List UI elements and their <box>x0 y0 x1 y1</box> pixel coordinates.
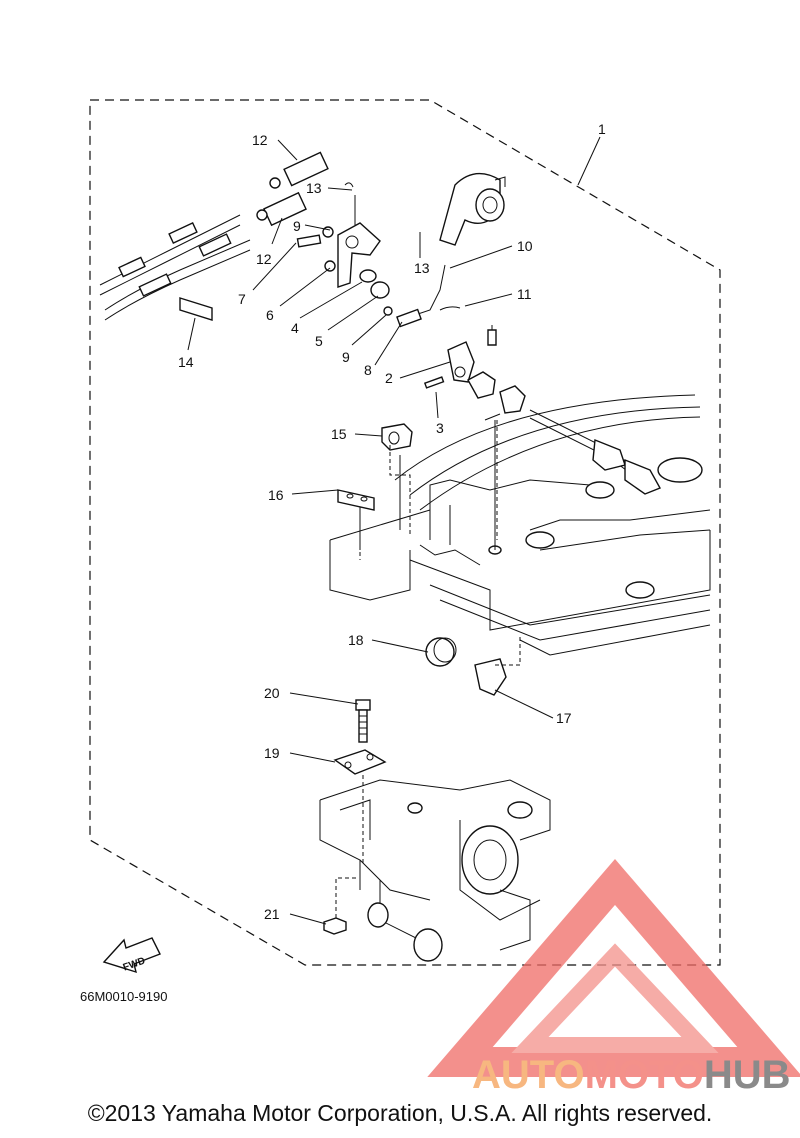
bottom-cowling-part <box>329 394 711 656</box>
remote-control-cables <box>99 214 251 321</box>
throttle-cam-part <box>439 172 506 246</box>
lever-part <box>423 325 526 421</box>
copyright-notice: ©2013 Yamaha Motor Corporation, U.S.A. A… <box>87 1100 713 1126</box>
callout-9b: 9 <box>293 218 301 234</box>
clamp-bracket-part <box>319 779 551 962</box>
fwd-arrow-icon: FWD <box>102 937 161 974</box>
label-plate-part <box>179 297 213 321</box>
cable-joint-part <box>256 151 329 227</box>
grommet-part <box>337 423 413 511</box>
nut-part <box>323 917 347 935</box>
watermark-hub: HUB <box>704 1053 791 1097</box>
callout-3: 3 <box>436 420 444 436</box>
callout-15: 15 <box>331 426 347 442</box>
throttle-link-part <box>296 182 393 316</box>
callout-8: 8 <box>364 362 372 378</box>
callout-9a: 9 <box>342 349 350 365</box>
callout-12a: 12 <box>252 132 268 148</box>
plug-part <box>425 637 507 696</box>
callout-13a: 13 <box>306 180 322 196</box>
watermark-moto: MOTO <box>585 1053 704 1097</box>
callout-4: 4 <box>291 320 299 336</box>
callout-1: 1 <box>598 121 606 137</box>
callout-2: 2 <box>385 370 393 386</box>
callout-17: 17 <box>556 710 572 726</box>
automotohub-logo-icon <box>427 859 800 1077</box>
callout-21: 21 <box>264 906 280 922</box>
callout-19: 19 <box>264 745 280 761</box>
shift-shaft-part <box>529 409 661 495</box>
callout-12b: 12 <box>256 251 272 267</box>
callout-6: 6 <box>266 307 274 323</box>
callout-14: 14 <box>178 354 194 370</box>
callout-11: 11 <box>517 286 532 302</box>
callout-5: 5 <box>315 333 323 349</box>
callout-10: 10 <box>517 238 533 254</box>
assembly-boundary <box>89 99 721 966</box>
callout-7: 7 <box>238 291 246 307</box>
callout-13b: 13 <box>414 260 430 276</box>
watermark-auto: AUTO <box>472 1053 585 1097</box>
bolt-bracket-part <box>333 699 387 775</box>
leader-lines <box>187 136 601 925</box>
watermark-text: AUTOMOTOHUB <box>472 1053 791 1097</box>
callout-20: 20 <box>264 685 280 701</box>
callout-18: 18 <box>348 632 364 648</box>
callout-16: 16 <box>268 487 284 503</box>
link-rod-part <box>396 264 461 328</box>
drawing-code: 66M0010-9190 <box>80 989 167 1004</box>
